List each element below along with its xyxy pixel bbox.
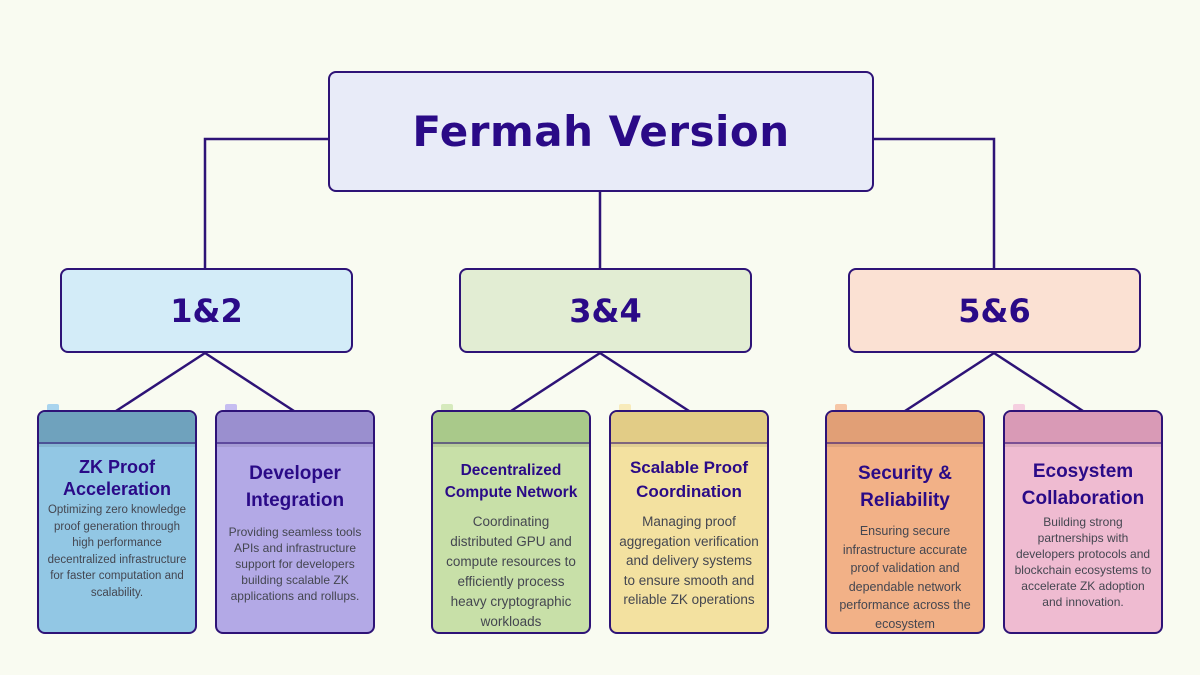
card-description: Coordinating distributed GPU and compute… (446, 514, 576, 629)
card-security-reliability: Security & Reliability Ensuring secure i… (825, 410, 985, 634)
card-title: Developer Integration (245, 463, 345, 511)
root-to-group-3-line (874, 137, 996, 268)
card-title: ZK Proof Acceleration (62, 457, 172, 499)
card-title: Decentralized Compute Network (444, 462, 578, 501)
card-zk-proof-acceleration: ZK Proof Acceleration Optimizing zero kn… (37, 410, 197, 634)
group-node-1: 1&2 (60, 268, 353, 353)
group-3-to-card-5-line (904, 351, 995, 413)
card-description: Providing seamless tools APIs and infras… (228, 525, 362, 603)
group-node-2: 3&4 (459, 268, 752, 353)
group-2-to-card-3-line (510, 351, 601, 413)
clip-icon (47, 404, 59, 415)
card-description: Managing proof aggregation verification … (619, 514, 759, 607)
root-node: Fermah Version (328, 71, 874, 192)
card-tab (611, 412, 767, 444)
card-ecosystem-collaboration: Ecosystem Collaboration Building strong … (1003, 410, 1163, 634)
card-decentralized-compute-network: Decentralized Compute Network Coordinati… (431, 410, 591, 634)
clip-icon (835, 404, 847, 415)
card-tab (39, 412, 195, 444)
card-developer-integration: Developer Integration Providing seamless… (215, 410, 375, 634)
card-description: Optimizing zero knowledge proof generati… (47, 504, 187, 599)
group-node-3: 5&6 (848, 268, 1141, 353)
card-scalable-proof-coordination: Scalable Proof Coordination Managing pro… (609, 410, 769, 634)
card-tab (217, 412, 373, 444)
card-description: Ensuring secure infrastructure accurate … (839, 524, 971, 631)
group-label: 1&2 (170, 291, 243, 330)
group-2-to-card-4-line (599, 351, 690, 413)
card-tab (827, 412, 983, 444)
group-3-to-card-6-line (993, 351, 1084, 413)
group-label: 3&4 (569, 291, 642, 330)
card-title: Security & Reliability (858, 463, 952, 511)
group-1-to-card-2-line (204, 351, 295, 413)
root-to-group-1-line (203, 137, 328, 268)
group-1-to-card-1-line (115, 351, 206, 413)
clip-icon (225, 404, 237, 415)
card-title: Ecosystem Collaboration (1021, 461, 1145, 509)
root-title: Fermah Version (412, 107, 790, 156)
group-label: 5&6 (958, 291, 1031, 330)
card-title: Scalable Proof Coordination (629, 458, 749, 501)
card-tab (1005, 412, 1161, 444)
clip-icon (441, 404, 453, 415)
clip-icon (1013, 404, 1025, 415)
clip-icon (619, 404, 631, 415)
card-description: Building strong partnerships with develo… (1014, 515, 1152, 609)
card-tab (433, 412, 589, 444)
